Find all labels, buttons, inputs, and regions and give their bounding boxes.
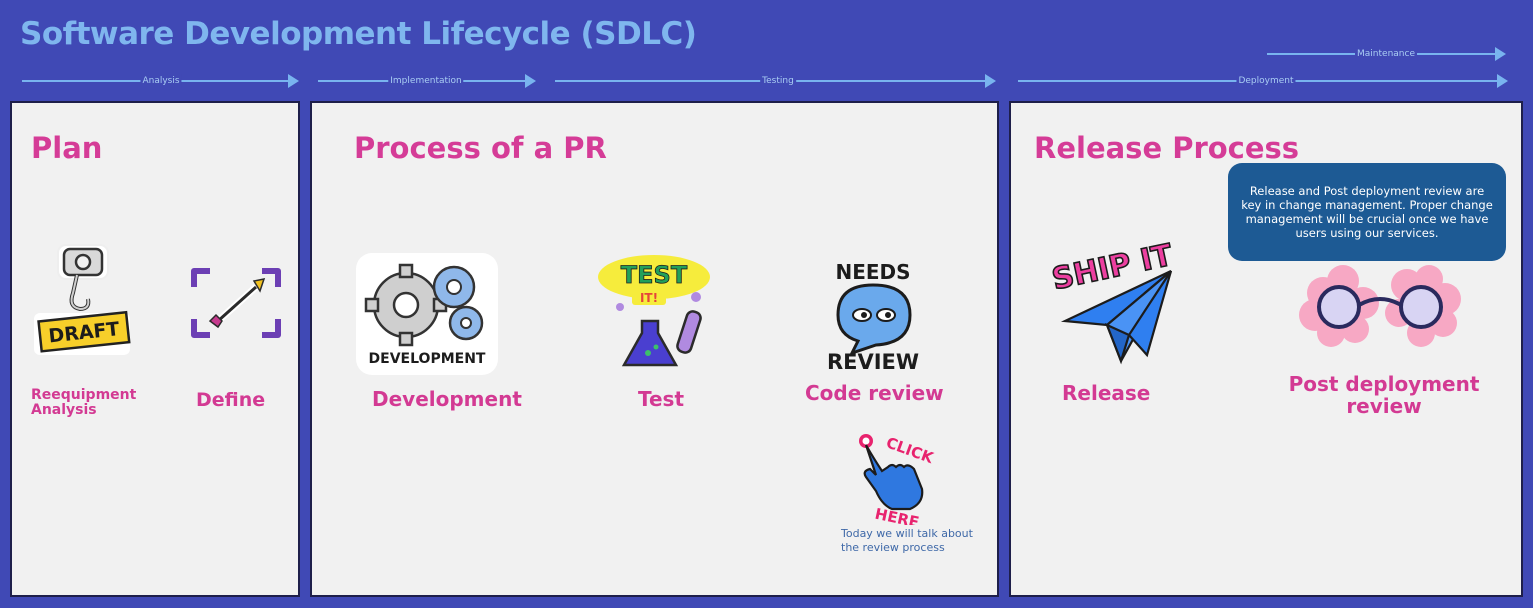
pr-item-code-review: Code review — [805, 381, 944, 405]
click-text: CLICK — [884, 434, 937, 468]
plan-item-define: Define — [196, 389, 266, 411]
phase-label-maintenance: Maintenance — [1355, 47, 1417, 61]
target-arrow-icon — [188, 265, 284, 341]
release-title: Release Process — [1034, 131, 1300, 165]
page-title: Software Development Lifecycle (SDLC) — [20, 16, 697, 52]
review-process-note: Today we will talk about the review proc… — [841, 527, 973, 554]
test-sticker-subtext: IT! — [640, 291, 658, 305]
plan-title: Plan — [31, 131, 103, 165]
click-here-hand-icon[interactable]: CLICK HERE — [852, 429, 944, 532]
draft-hook-icon: DRAFT — [24, 243, 134, 358]
phase-label-analysis: Analysis — [140, 74, 182, 88]
needs-text: NEEDS — [835, 260, 910, 284]
phase-arrow-testing: Testing — [555, 74, 996, 88]
ship-it-plane-icon: SHIP IT — [1048, 231, 1181, 369]
phase-arrow-implementation: Implementation — [318, 74, 536, 88]
phase-label-deployment: Deployment — [1236, 74, 1296, 88]
development-sticker-text: DEVELOPMENT — [369, 351, 486, 367]
phase-label-implementation: Implementation — [388, 74, 464, 88]
change-management-note: Release and Post deployment review are k… — [1228, 163, 1506, 261]
test-flask-icon: TEST IT! — [596, 253, 716, 373]
phase-label-testing: Testing — [760, 74, 796, 88]
phase-arrow-deployment: Deployment — [1018, 74, 1508, 88]
release-item-post-deployment-review: Post deployment review — [1288, 372, 1480, 418]
pr-panel: Process of a PR DEVELOPMENT — [310, 101, 999, 597]
pr-item-test: Test — [638, 387, 685, 411]
pr-item-development: Development — [372, 387, 522, 411]
review-text: REVIEW — [827, 350, 919, 374]
phase-arrow-maintenance: Maintenance — [1267, 47, 1506, 61]
pr-title: Process of a PR — [354, 131, 607, 165]
test-sticker-text: TEST — [621, 261, 688, 289]
release-item-release: Release — [1062, 381, 1151, 405]
plan-panel: Plan DRAFT — [10, 101, 300, 597]
release-panel: Release Process Release and Post deploym… — [1009, 101, 1523, 597]
glasses-icon — [1297, 263, 1461, 349]
needs-review-icon: NEEDS REVIEW — [818, 255, 928, 375]
plan-item-analysis: Reequipment Analysis — [31, 387, 137, 419]
gears-icon: DEVELOPMENT — [356, 253, 498, 375]
phase-arrow-analysis: Analysis — [22, 74, 299, 88]
